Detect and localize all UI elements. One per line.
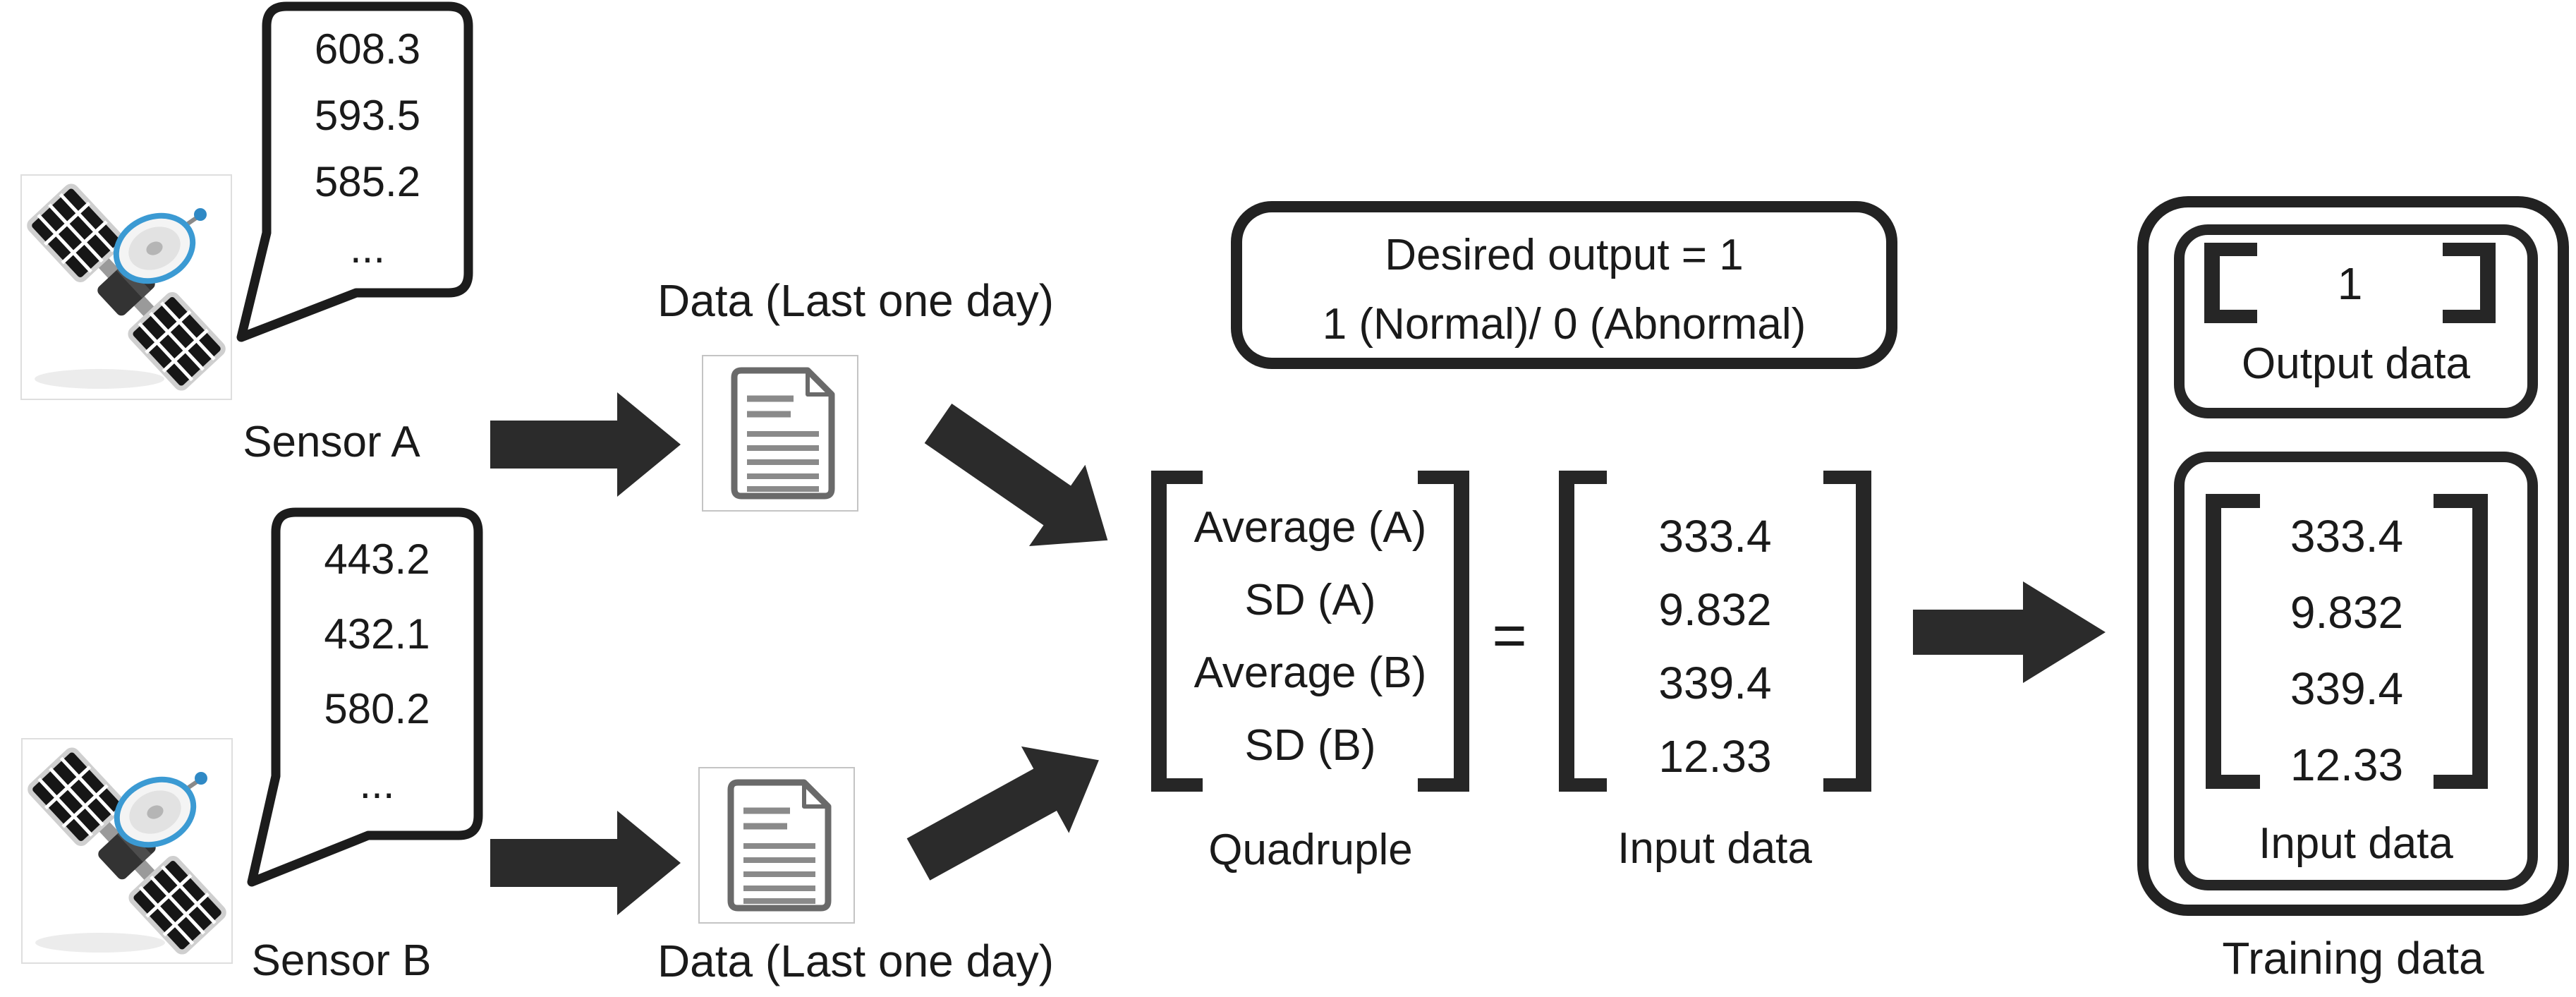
- input-value: 339.4: [1658, 658, 1772, 708]
- reading: 608.3: [314, 25, 421, 73]
- reading: 580.2: [324, 685, 430, 732]
- quadruple-matrix: Average (A) SD (A) Average (B) SD (B): [1151, 471, 1469, 792]
- training-input-label: Input data: [2259, 819, 2453, 868]
- data-a-label: Data (Last one day): [657, 275, 1055, 326]
- arrow-down-right-icon: [924, 404, 1108, 547]
- training-input-value: 12.33: [2290, 739, 2404, 790]
- quadruple-row: SD (A): [1244, 576, 1376, 624]
- training-data-label: Training data: [2222, 933, 2484, 984]
- input-value: 333.4: [1658, 511, 1772, 562]
- input-value: 9.832: [1658, 584, 1772, 635]
- output-data-box: [2174, 224, 2538, 418]
- right-bracket-icon: [1418, 471, 1469, 792]
- quadruple-row: Average (B): [1193, 648, 1427, 697]
- output-data-matrix: 1: [2204, 243, 2496, 323]
- training-input-value: 9.832: [2290, 587, 2404, 638]
- desired-output-line1: Desired output = 1: [1385, 231, 1744, 279]
- document-icon: [699, 768, 854, 923]
- arrow-right-icon: [490, 392, 681, 497]
- right-bracket-icon: [2443, 243, 2496, 323]
- quadruple-label: Quadruple: [1208, 826, 1413, 874]
- training-input-box: [2174, 452, 2538, 890]
- desired-output-line2: 1 (Normal)/ 0 (Abnormal): [1322, 300, 1806, 349]
- arrow-right-icon: [1913, 581, 2106, 683]
- training-input-value: 339.4: [2290, 663, 2404, 714]
- output-data-label: Output data: [2241, 339, 2471, 388]
- reading: 432.1: [324, 610, 430, 658]
- sensor-b-label: Sensor B: [251, 936, 432, 985]
- right-bracket-icon: [1823, 471, 1871, 792]
- quadruple-row: Average (A): [1193, 503, 1427, 552]
- training-input-value: 333.4: [2290, 511, 2404, 562]
- input-value: 12.33: [1658, 731, 1772, 782]
- equals-sign: =: [1492, 602, 1527, 668]
- left-bracket-icon: [2206, 494, 2260, 789]
- satellite-icon: [21, 175, 231, 399]
- desired-output-box: Desired output = 1 1 (Normal)/ 0 (Abnorm…: [1231, 201, 1897, 369]
- right-bracket-icon: [2434, 494, 2488, 789]
- input-data-matrix: 333.4 9.832 339.4 12.33: [1559, 471, 1871, 792]
- data-b-label: Data (Last one day): [657, 936, 1055, 986]
- sensor-b-readings: 443.2 432.1 580.2 ...: [276, 522, 478, 821]
- reading: 593.5: [314, 92, 421, 139]
- speech-bubble-sensor-a: [236, 1, 473, 342]
- satellite-icon: [22, 739, 232, 963]
- sensor-a-readings: 608.3 593.5 585.2 ...: [267, 16, 468, 282]
- quadruple-row: SD (B): [1244, 721, 1376, 770]
- sensor-a-label: Sensor A: [243, 418, 420, 466]
- reading: 443.2: [324, 536, 430, 583]
- left-bracket-icon: [1559, 471, 1607, 792]
- arrow-up-right-icon: [906, 746, 1099, 881]
- reading-ellipsis: ...: [349, 224, 385, 272]
- reading-ellipsis: ...: [359, 760, 395, 807]
- document-icon: [703, 356, 858, 511]
- speech-bubble-sensor-b: [247, 507, 483, 887]
- arrow-right-icon: [490, 811, 681, 915]
- reading: 585.2: [314, 158, 421, 205]
- output-value: 1: [2337, 258, 2363, 309]
- input-data-label: Input data: [1617, 824, 1812, 873]
- left-bracket-icon: [1151, 471, 1203, 792]
- left-bracket-icon: [2204, 243, 2257, 323]
- training-input-matrix: 333.4 9.832 339.4 12.33: [2206, 494, 2488, 790]
